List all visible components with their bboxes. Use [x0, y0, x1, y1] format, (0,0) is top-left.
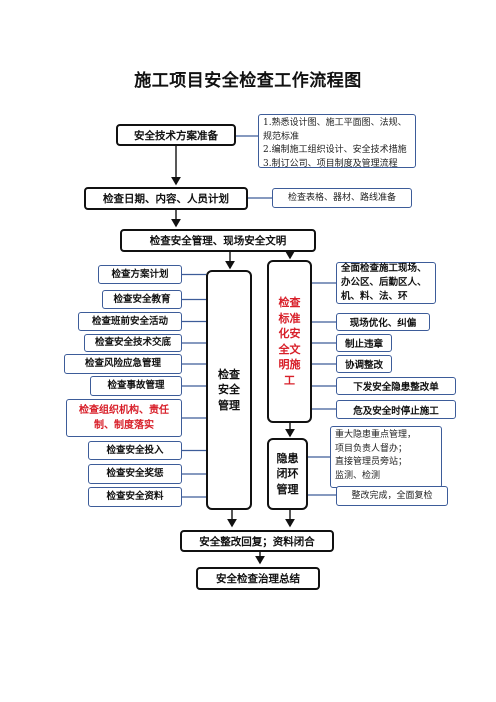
right-item: 全面检查施工现场、办公区、后勤区人、机、料、法、环 [336, 262, 436, 304]
prep-step-box: 安全技术方案准备 [116, 124, 236, 146]
left-item: 检查组织机构、责任制、制度落实 [66, 399, 182, 437]
prep-note-box: 1.熟悉设计图、施工平面图、法规、规范标准 2.编制施工组织设计、安全技术措施 … [258, 114, 416, 169]
left-item: 检查安全教育 [102, 290, 182, 309]
right-item: 现场优化、纠偏 [336, 313, 430, 331]
prep-note-item: 2.编制施工组织设计、安全技术措施 [263, 145, 407, 155]
left-item: 检查安全奖惩 [88, 464, 182, 484]
standard-box: 检查标准化安全文明施工 [267, 260, 312, 423]
hazard-box: 隐患闭环管理 [267, 438, 308, 510]
right-item: 制止违章 [336, 334, 392, 352]
hazard-note-item: 重大隐患重点管理， [335, 430, 417, 440]
hazard-note-item: 项目负责人督办； [335, 443, 408, 454]
right-item: 下发安全隐患整改单 [336, 377, 456, 395]
safety-mgmt-box: 检查安全管理 [206, 270, 252, 510]
prep-note-item: 3.制订公司、项目制度及管理流程 [263, 158, 398, 169]
hazard-note-item: 监测、检测 [335, 470, 381, 481]
left-item: 检查安全投入 [88, 441, 182, 460]
left-item: 检查方案计划 [98, 265, 182, 284]
page-title: 施工项目安全检查工作流程图 [134, 71, 362, 91]
left-item: 检查班前安全活动 [78, 312, 182, 331]
left-item: 检查风险应急管理 [64, 354, 182, 374]
right-item: 危及安全时停止施工 [336, 400, 456, 419]
left-item: 检查事故管理 [90, 376, 182, 396]
left-item: 检查安全技术交底 [84, 334, 182, 352]
rectify-step-box: 安全整改回复；资料闭合 [180, 530, 334, 552]
plan-note-box: 检查表格、器材、路线准备 [272, 188, 412, 208]
right-item: 协调整改 [336, 355, 392, 373]
summary-step-box: 安全检查治理总结 [196, 567, 320, 590]
plan-step-box: 检查日期、内容、人员计划 [84, 187, 248, 210]
mgmt-step-box: 检查安全管理、现场安全文明 [120, 229, 316, 252]
hazard-note-item: 直接管理员旁站； [335, 457, 408, 467]
hazard-note-box: 重大隐患重点管理， 项目负责人督办； 直接管理员旁站； 监测、检测 [330, 426, 442, 488]
recheck-note-box: 整改完成，全面复检 [336, 486, 448, 506]
left-item: 检查安全资料 [88, 487, 182, 507]
prep-note-item: 1.熟悉设计图、施工平面图、法规、规范标准 [263, 118, 407, 142]
